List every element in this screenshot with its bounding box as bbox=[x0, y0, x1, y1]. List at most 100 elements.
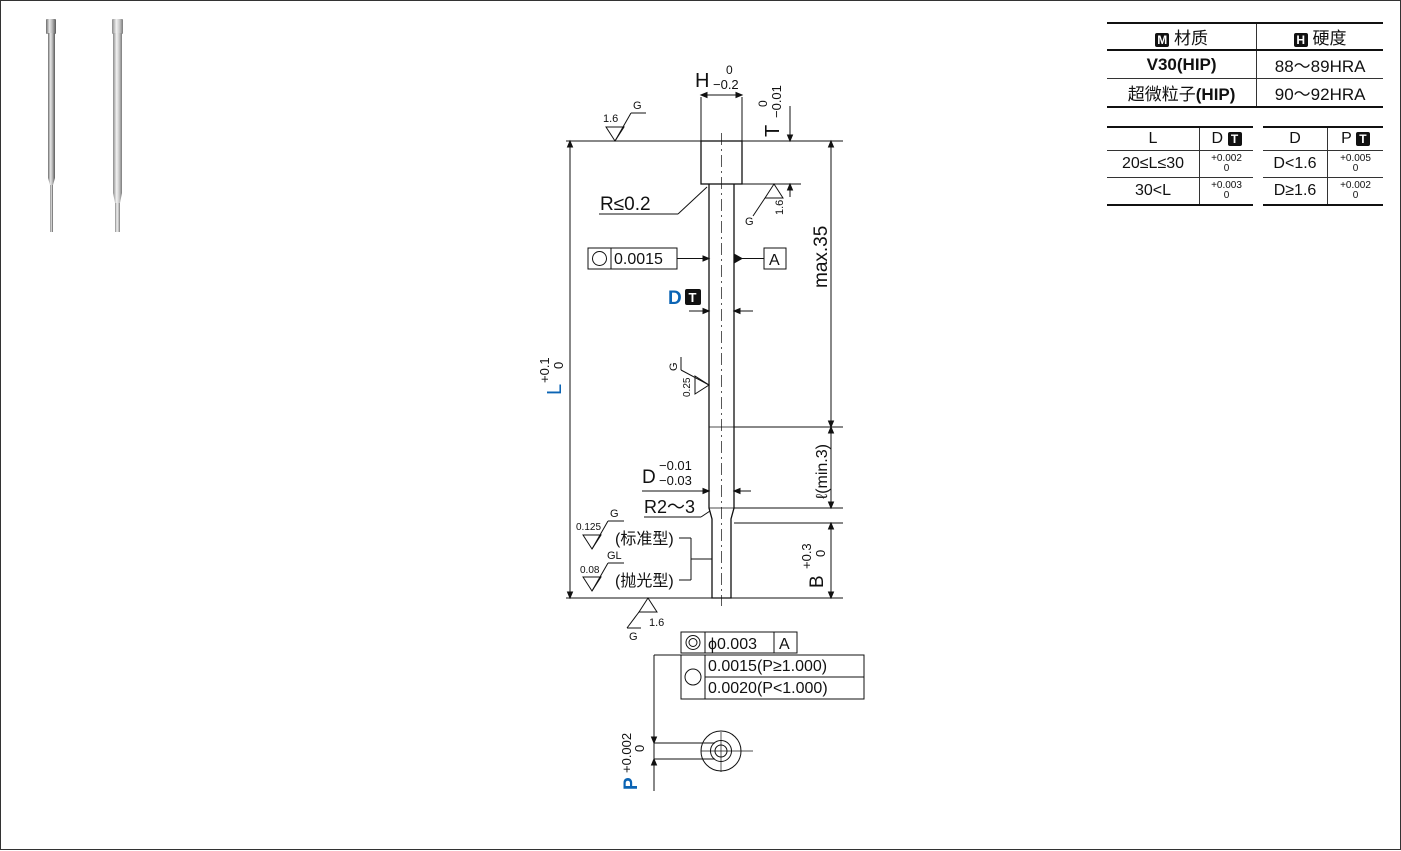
hardness-cell: 90～92HRA bbox=[1256, 78, 1383, 108]
dim-T-upper: 0 bbox=[756, 100, 770, 107]
dim-B-lower: 0 bbox=[813, 550, 828, 557]
material-cell: 超微粒子(HIP) bbox=[1107, 78, 1257, 108]
range-cell: 30<L bbox=[1107, 177, 1200, 206]
dim-max35-label: max.35 bbox=[811, 226, 832, 288]
dim-L bbox=[566, 139, 574, 600]
round-tip-frame bbox=[653, 654, 865, 743]
end-view bbox=[650, 730, 753, 791]
material-table: M 材质 H 硬度 V30(HIP) 88～89HRA 超微粒子(HIP) 90… bbox=[1107, 22, 1383, 108]
dim-H-label: H bbox=[695, 70, 709, 92]
col-P-header: P T bbox=[1327, 126, 1383, 151]
concentric-frame bbox=[680, 631, 798, 654]
surface-symbol-bottom bbox=[626, 597, 658, 629]
dim-D-arrows bbox=[689, 307, 753, 315]
surface-top-grade: G bbox=[633, 100, 642, 112]
surface-head-grade: G bbox=[745, 216, 754, 228]
surface-shank-value: 0.25 bbox=[682, 377, 693, 397]
dim-L-upper: +0.1 bbox=[537, 357, 552, 383]
surface-symbol-top bbox=[605, 112, 646, 142]
surface-top-value: 1.6 bbox=[603, 113, 618, 125]
surface-shank-grade: G bbox=[668, 362, 680, 371]
dim-T bbox=[742, 106, 801, 197]
surface-bottom-grade: G bbox=[629, 631, 638, 643]
hardness-header-label: 硬度 bbox=[1312, 29, 1347, 48]
surface-pol-value: 0.08 bbox=[580, 565, 600, 576]
surface-symbol-pol bbox=[582, 562, 624, 592]
pin-photo-2 bbox=[112, 19, 123, 232]
tol-badge: T bbox=[1355, 131, 1370, 146]
table-row: 超微粒子(HIP) 90～92HRA bbox=[1107, 78, 1383, 108]
radius-head-leader bbox=[599, 186, 708, 215]
range-cell: 20≤L≤30 bbox=[1107, 150, 1200, 178]
product-photo bbox=[46, 19, 123, 232]
dim-D-badge-letter: T bbox=[689, 290, 697, 305]
dim-B bbox=[731, 521, 843, 600]
dim-T-lower: −0.01 bbox=[769, 85, 784, 118]
dim-Dtip-arrows bbox=[642, 487, 751, 495]
dim-T-label: T bbox=[762, 125, 784, 137]
dim-H-upper: 0 bbox=[726, 63, 733, 77]
roundness-frame bbox=[587, 247, 711, 270]
surface-head-value: 1.6 bbox=[774, 200, 786, 215]
dim-P-label: P bbox=[621, 777, 642, 790]
round-tip-value-1: 0.0015(P≥1.000) bbox=[708, 658, 827, 675]
material-header-label: 材质 bbox=[1173, 29, 1208, 48]
dim-D-badge bbox=[685, 289, 701, 305]
datum-A bbox=[733, 247, 787, 270]
surface-std-note: (标准型) bbox=[615, 530, 674, 548]
dim-P-lower: 0 bbox=[632, 745, 647, 752]
hardness-cell: 88～89HRA bbox=[1256, 50, 1383, 79]
col-L-header: L bbox=[1107, 126, 1200, 151]
surface-symbol-std bbox=[582, 520, 624, 550]
roundness-value: 0.0015 bbox=[614, 251, 663, 268]
dim-B-upper: +0.3 bbox=[799, 543, 814, 569]
dim-max35 bbox=[734, 139, 843, 429]
hardness-header: H 硬度 bbox=[1256, 22, 1383, 51]
pin-drawing: H 0 −0.2 T 0 −0.01 L +0.1 0 1.6 bbox=[537, 63, 865, 791]
datum-A-label: A bbox=[769, 252, 780, 269]
material-badge: M bbox=[1155, 32, 1170, 47]
surface-std-value: 0.125 bbox=[576, 522, 601, 533]
range-cell: D<1.6 bbox=[1263, 150, 1328, 178]
round-tip-value-2: 0.0020(P<1.000) bbox=[708, 680, 828, 697]
dim-Dtip-label: D bbox=[642, 467, 656, 488]
surface-symbol-head bbox=[752, 183, 784, 217]
radius-transition-leader bbox=[644, 510, 711, 518]
dim-H bbox=[699, 91, 744, 141]
dim-H-lower: −0.2 bbox=[713, 77, 739, 92]
table-row: V30(HIP) 88～89HRA bbox=[1107, 50, 1383, 79]
surface-symbol-shank bbox=[680, 357, 710, 395]
material-header: M 材质 bbox=[1107, 22, 1257, 51]
surface-std-grade: G bbox=[610, 508, 619, 520]
surface-pol-note: (抛光型) bbox=[615, 572, 674, 590]
surface-bottom-value: 1.6 bbox=[649, 617, 664, 629]
dim-ell bbox=[734, 425, 843, 510]
concentric-value: ϕ0.003 bbox=[708, 636, 757, 653]
dim-L-lower: 0 bbox=[551, 362, 566, 369]
dim-B-label: B bbox=[807, 575, 828, 588]
dim-Dtip-upper: −0.01 bbox=[659, 458, 692, 473]
hardness-badge: H bbox=[1293, 32, 1308, 47]
surface-bracket bbox=[679, 537, 712, 581]
dim-L-label: L bbox=[544, 384, 566, 395]
concentric-datum: A bbox=[779, 636, 790, 653]
range-cell: D≥1.6 bbox=[1263, 177, 1328, 206]
surface-pol-grade: GL bbox=[607, 550, 622, 562]
radius-transition-label: R2～3 bbox=[644, 497, 695, 517]
dim-ell-label: ℓ(min.3) bbox=[814, 444, 831, 499]
dim-D-label: D bbox=[668, 288, 682, 309]
tol-badge: T bbox=[1227, 131, 1242, 146]
dim-P-upper: +0.002 bbox=[619, 733, 634, 773]
pin-photo-1 bbox=[46, 19, 56, 232]
